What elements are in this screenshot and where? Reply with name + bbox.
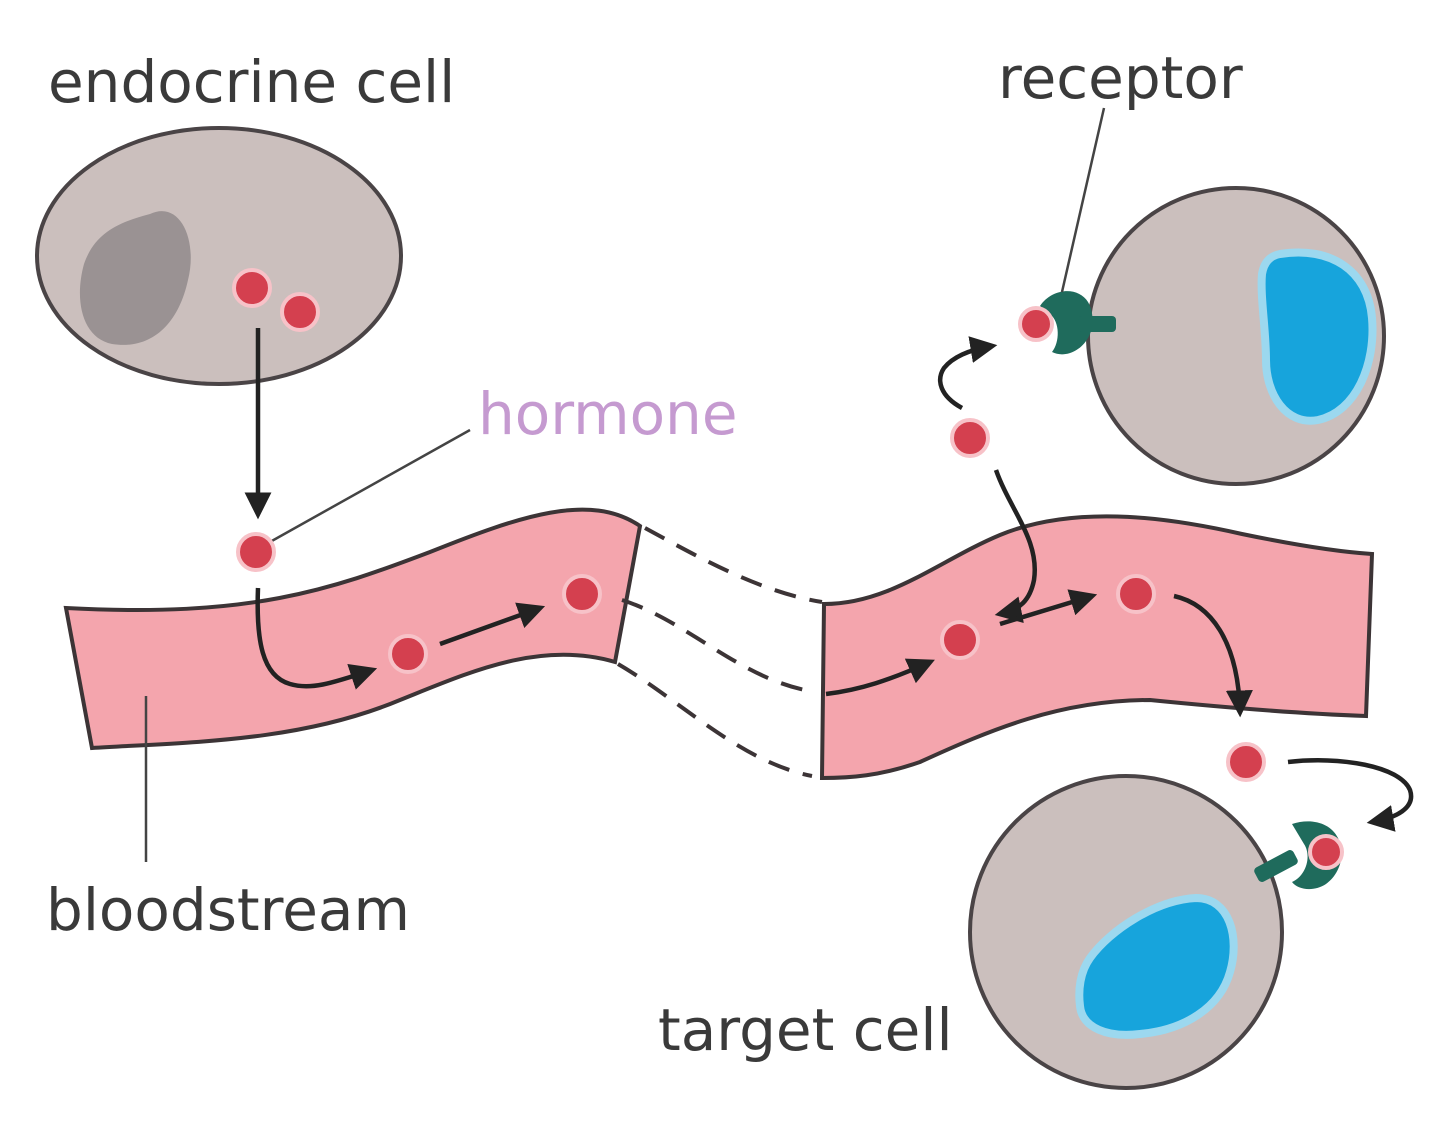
receptor-upper [1040,291,1116,355]
hormone-bound-receptor-upper [1018,306,1054,342]
flow-arrow-3 [999,589,1098,627]
hormone-molecule [236,532,276,572]
hormone-leader-line [269,428,471,544]
label-bloodstream: bloodstream [46,876,410,944]
exit-arrow-upper [993,469,1038,623]
bloodstream-right [819,514,1375,781]
label-target-cell: target cell [658,996,953,1064]
hormone-molecule [388,634,428,674]
exit-arrow-lower [1173,593,1253,718]
endocrine-nucleus [79,211,191,345]
flow-arrow-2 [825,658,935,697]
target-nucleus-lower [1075,893,1238,1039]
target-nucleus-upper [1257,248,1377,425]
hormone-bound-receptor-lower [1308,834,1344,870]
hormone-molecule [1116,574,1156,614]
to-receptor-arrow-upper [938,336,998,410]
label-hormone: hormone [478,380,738,448]
entry-arrow [255,587,378,690]
hormone-molecule [950,418,990,458]
bloodstream-gap-bottom [616,662,813,778]
hormone-molecule [232,268,272,308]
receptor-leader-line [1060,107,1106,293]
label-endocrine-cell: endocrine cell [48,48,455,116]
bloodstream-left [63,507,643,751]
flow-arrow-1 [439,602,546,647]
hormone-molecule [562,574,602,614]
to-receptor-arrow-lower [1287,758,1414,832]
bloodstream-gap-top [644,526,823,604]
hormone-molecule [280,292,320,332]
bloodstream-gap-mid [621,598,816,694]
label-receptor: receptor [998,44,1243,112]
hormone-molecule [940,620,980,660]
hormone-molecule [1226,742,1266,782]
